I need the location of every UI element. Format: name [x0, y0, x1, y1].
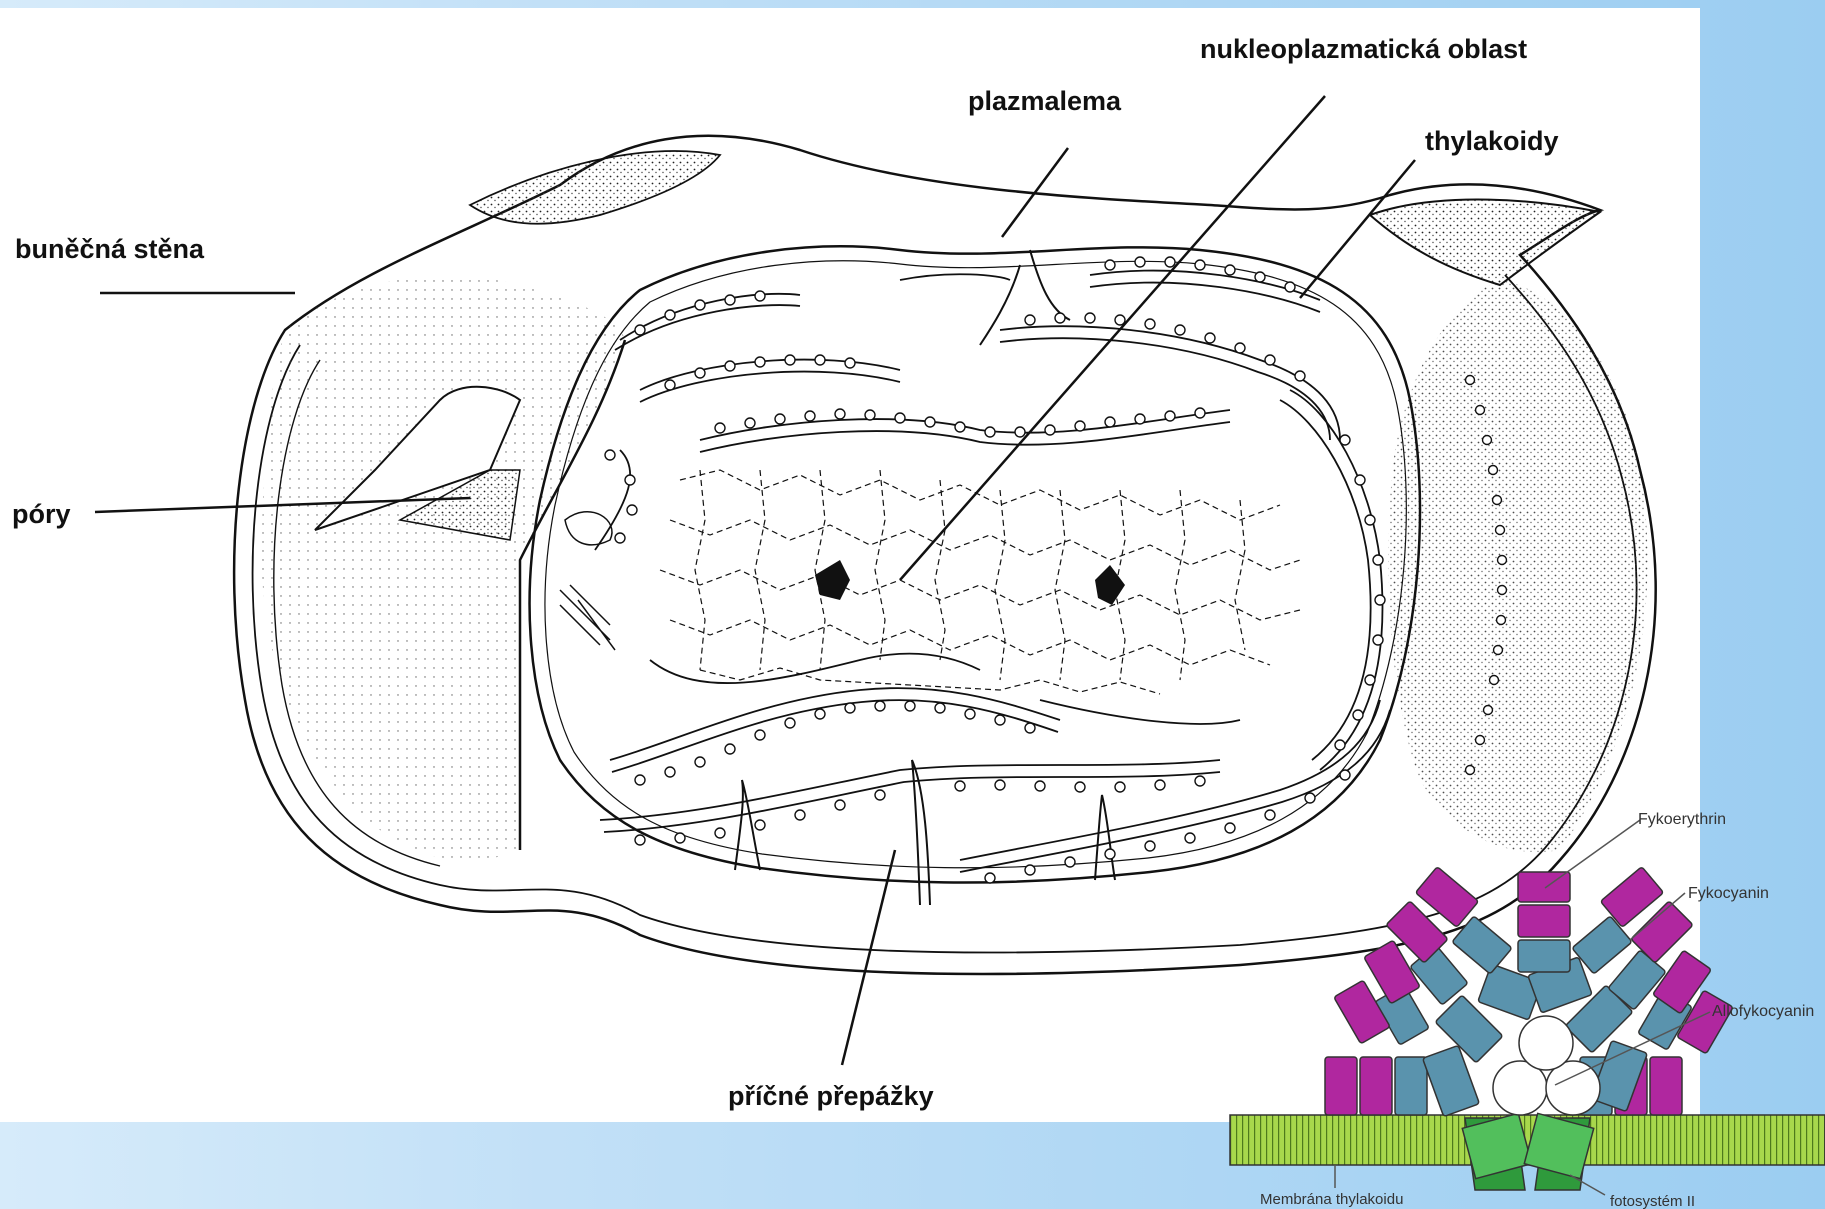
label-phycoerythrin: Fykoerythrin	[1638, 811, 1726, 828]
label-nucleoplasm: nukleoplazmatická oblast	[1200, 34, 1527, 64]
label-cell-wall: buněčná stěna	[15, 234, 205, 264]
label-photosystem-ii: fotosystém II	[1610, 1193, 1695, 1209]
label-pores: póry	[12, 499, 71, 529]
label-allophycocyanin: Allofykocyanin	[1712, 1003, 1814, 1020]
label-membrane: Membrána thylakoidu	[1260, 1191, 1403, 1208]
label-thylakoids: thylakoidy	[1425, 126, 1559, 156]
phycoerythrin-base	[1325, 1057, 1357, 1115]
label-septa: příčné přepážky	[728, 1081, 934, 1111]
phycocyanin-base	[1395, 1057, 1427, 1115]
label-plasmalemma: plazmalema	[968, 86, 1122, 116]
label-phycocyanin: Fykocyanin	[1688, 885, 1769, 902]
